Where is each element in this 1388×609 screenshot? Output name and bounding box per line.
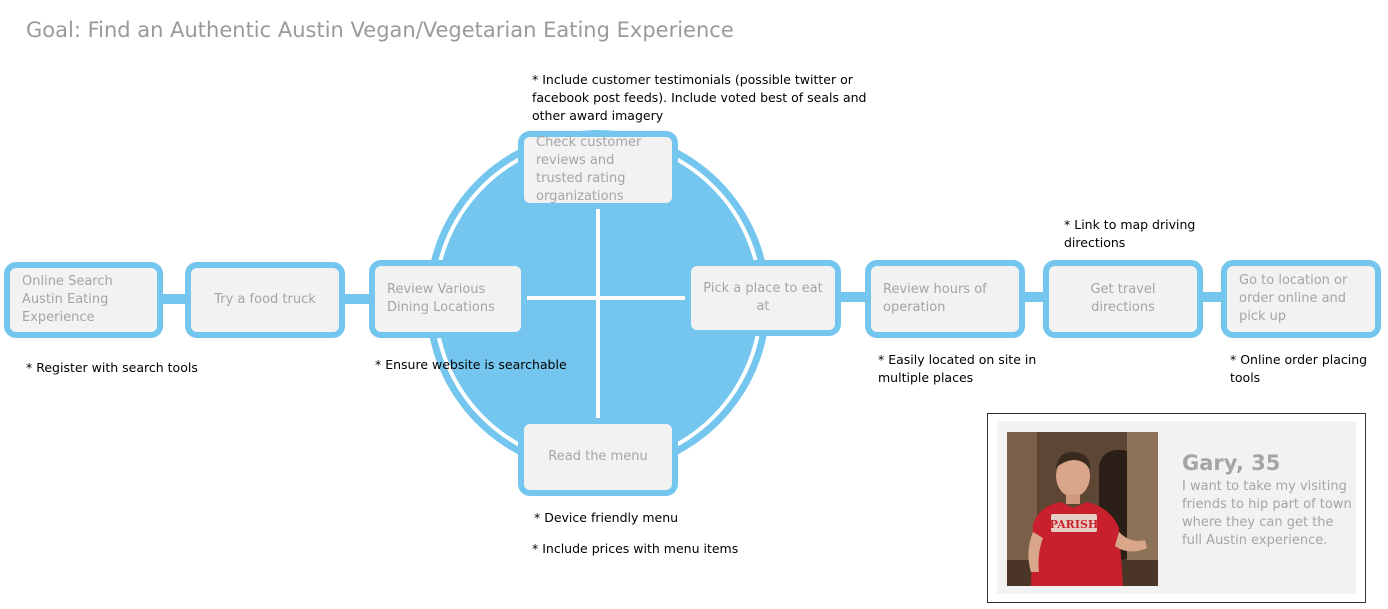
step-food-truck-label: Try a food truck — [214, 292, 316, 307]
note-testimonials: * Include customer testimonials (possibl… — [532, 72, 867, 123]
note-easily-located: * Easily located on site in multiple pla… — [878, 352, 1037, 385]
persona-photo-illustration: PARISH — [1007, 432, 1158, 586]
step-food-truck: Try a food truck — [185, 262, 345, 338]
step-check-reviews: Check customer reviews and trusted ratin… — [518, 131, 678, 209]
persona-card-inner: PARISH Gary, 35 I want to take my visiti… — [997, 421, 1356, 594]
page-title: Goal: Find an Authentic Austin Vegan/Veg… — [26, 18, 734, 42]
step-review-dining: Review Various Dining Locations — [369, 260, 527, 338]
persona-shirt-text: PARISH — [1050, 518, 1099, 531]
persona-card: PARISH Gary, 35 I want to take my visiti… — [987, 413, 1366, 603]
note-device-menu: * Device friendly menu — [534, 510, 679, 525]
step-review-hours: Review hours of operation — [865, 260, 1025, 338]
step-travel-directions: Get travel directions — [1043, 260, 1203, 338]
persona-photo: PARISH — [1007, 432, 1158, 586]
step-online-search: Online Search Austin Eating Experience — [4, 262, 163, 338]
step-review-hours-label: Review hours of operation — [883, 282, 987, 315]
step-online-search-label: Online Search Austin Eating Experience — [22, 274, 113, 325]
note-searchable: * Ensure website is searchable — [375, 357, 567, 372]
connector-2 — [342, 294, 372, 304]
step-check-reviews-label: Check customer reviews and trusted ratin… — [536, 135, 642, 204]
persona-name: Gary, 35 — [1182, 451, 1281, 475]
note-online-order: * Online order placing tools — [1230, 352, 1368, 385]
note-map-link: * Link to map driving directions — [1064, 217, 1196, 250]
connector-4 — [1022, 292, 1046, 302]
note-search-tools: * Register with search tools — [26, 360, 198, 375]
step-go-location-label: Go to location or order online and pick … — [1239, 273, 1348, 324]
step-pick-place-label: Pick a place to eat at — [703, 281, 823, 314]
step-review-dining-label: Review Various Dining Locations — [387, 282, 495, 315]
step-read-menu: Read the menu — [518, 418, 678, 496]
step-pick-place: Pick a place to eat at — [685, 260, 841, 336]
connector-5 — [1200, 292, 1224, 302]
note-menu-prices: * Include prices with menu items — [532, 541, 739, 556]
connector-1 — [160, 294, 188, 304]
step-travel-directions-label: Get travel directions — [1090, 282, 1156, 315]
step-go-location: Go to location or order online and pick … — [1221, 260, 1381, 338]
step-read-menu-label: Read the menu — [548, 449, 648, 464]
persona-quote: I want to take my visiting friends to hi… — [1182, 479, 1352, 548]
connector-3 — [838, 292, 868, 302]
